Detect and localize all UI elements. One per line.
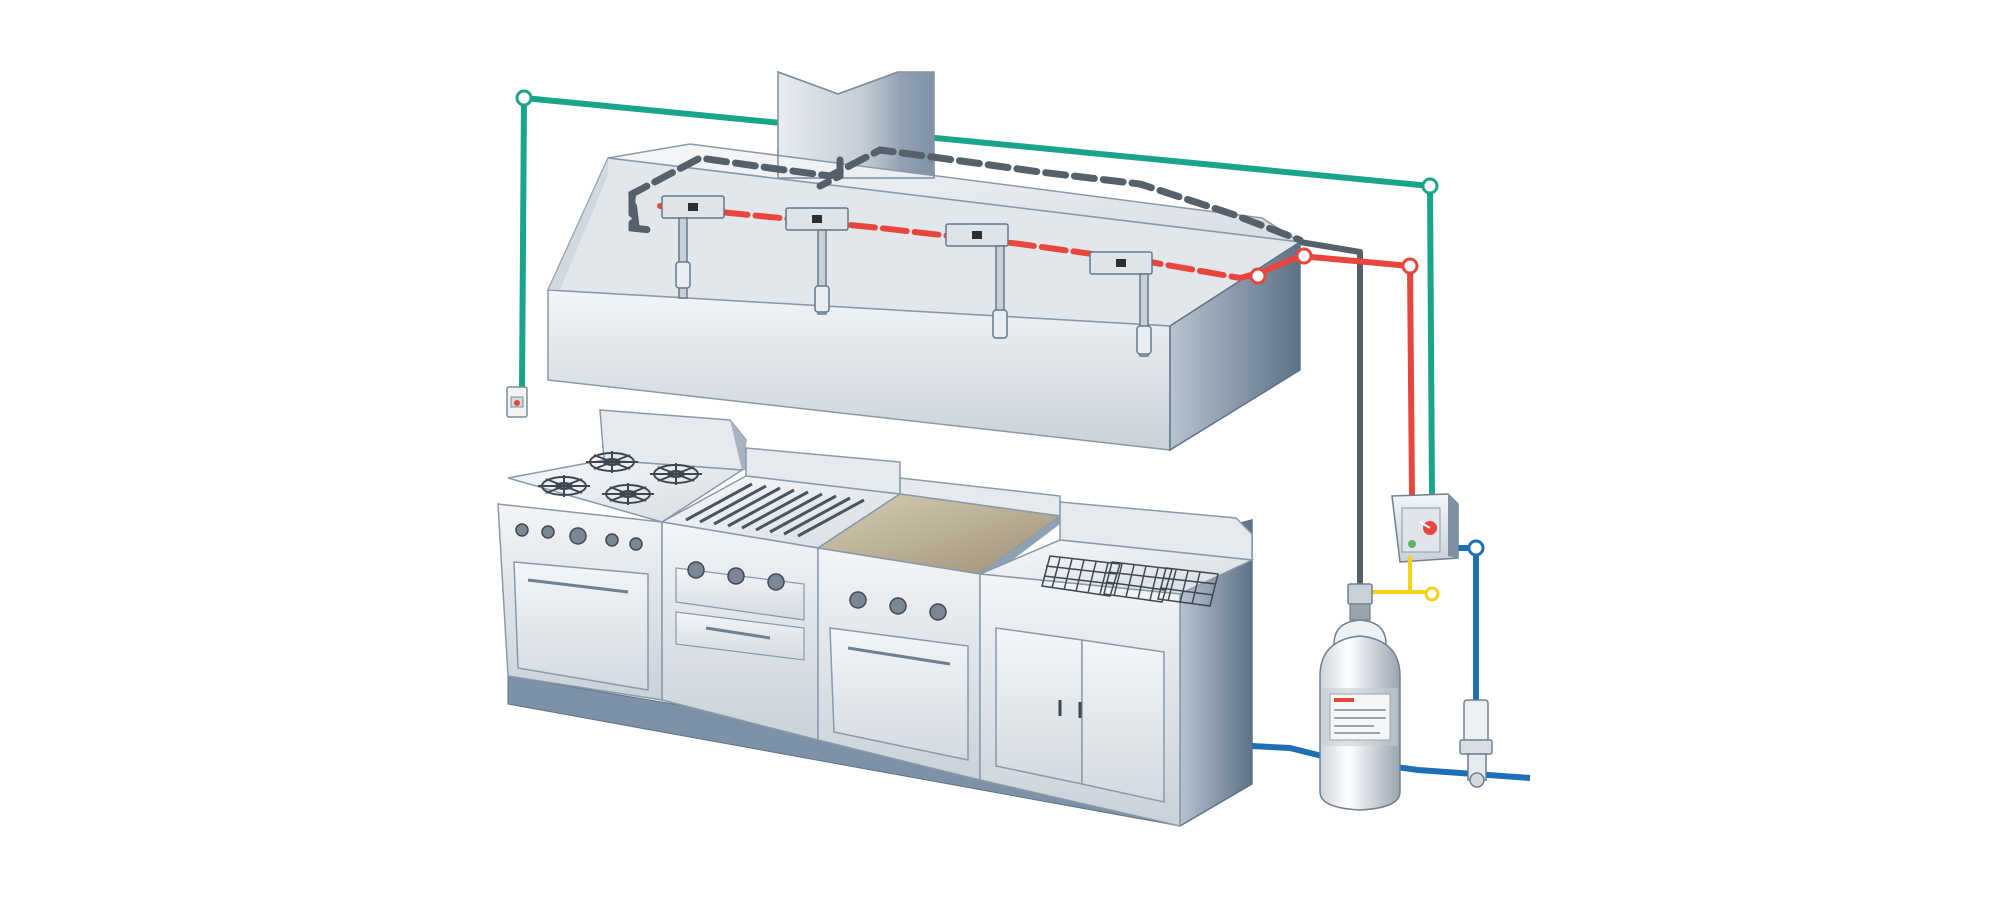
electrical-junction-icon	[1424, 586, 1440, 602]
gas-fitting-icon	[1467, 539, 1485, 557]
control-knob-icon	[849, 591, 947, 621]
detection-line	[519, 95, 1435, 499]
fusible-link-element	[688, 203, 1126, 267]
gas-shutoff-valve-icon	[1459, 699, 1493, 788]
nozzle-drop-icon	[675, 217, 1152, 357]
exhaust-hood-icon	[546, 143, 1303, 452]
control-knob-icon	[515, 523, 643, 551]
manual-pull-station-icon	[506, 386, 528, 418]
corner-pulley-icon	[515, 89, 1439, 195]
pipe-fitting-icon	[1249, 247, 1419, 285]
distribution-piping	[657, 203, 1265, 282]
fryer-icon	[979, 501, 1255, 827]
supply-line-to-cylinder	[1299, 239, 1363, 588]
red-line-to-control-head	[1260, 253, 1415, 497]
fryer-basket-icon	[1041, 555, 1219, 607]
supply-piping	[628, 146, 1304, 244]
duct-front-face	[777, 150, 935, 179]
agent-cylinder-icon	[1319, 583, 1401, 811]
grill-grate-icon	[685, 482, 865, 538]
control-knob-icon	[687, 561, 785, 591]
burner-grate-icon	[538, 451, 702, 505]
control-head-icon	[1391, 493, 1459, 563]
